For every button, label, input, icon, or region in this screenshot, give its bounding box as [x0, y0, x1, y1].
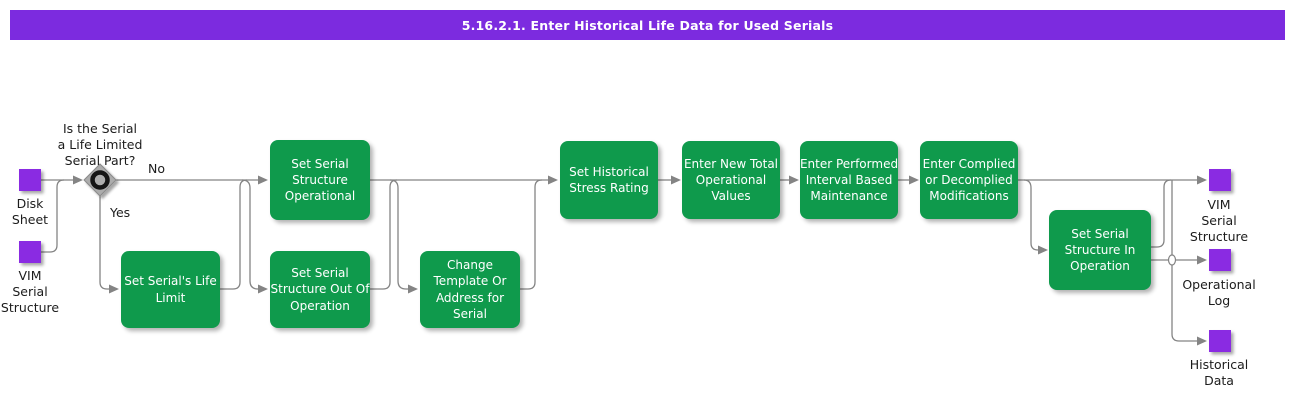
activity-label: Set Serial Structure Operational: [284, 156, 356, 204]
activity-label: Set Serial Structure In Operation: [1064, 226, 1136, 274]
activity-label: Set Historical Stress Rating: [569, 164, 649, 195]
decision-no-label: No: [148, 161, 165, 176]
activity-label: Enter Complied or Decomplied Modificatio…: [922, 156, 1016, 204]
diagram-title-banner: 5.16.2.1. Enter Historical Life Data for…: [10, 10, 1285, 40]
decision-yes-label: Yes: [110, 205, 131, 220]
activity-enter-complied-or-decomplied-modifications: Enter Complied or Decomplied Modificatio…: [920, 141, 1018, 219]
label-disk-sheet: Disk Sheet: [11, 196, 49, 227]
activity-enter-performed-interval-based-maintenance: Enter Performed Interval Based Maintenan…: [800, 141, 898, 219]
activity-label: Set Serial Structure Out Of Operation: [270, 266, 370, 313]
activity-change-template-or-address: Change Template Or Address for Serial: [420, 251, 520, 328]
diagram-title: 5.16.2.1. Enter Historical Life Data for…: [461, 17, 834, 33]
datastore-operational-log-icon: [1209, 249, 1231, 271]
decision-ring-icon: [90, 170, 110, 190]
activity-label: Set Serial's Life Limit: [124, 274, 217, 305]
datastore-vim-serial-structure-right-icon: [1209, 169, 1231, 191]
activity-set-serial-structure-out-of-operation: Set Serial Structure Out Of Operation: [270, 251, 370, 328]
decision-question: Is the Serial a Life Limited Serial Part…: [57, 121, 143, 168]
datastore-vim-serial-structure-left-icon: [19, 241, 41, 263]
line-hop: [1167, 254, 1177, 266]
arrowheads: [73, 175, 1207, 346]
label-operational-log: Operational Log: [1182, 277, 1256, 308]
label-vim-serial-structure-right: VIM Serial Structure: [1189, 197, 1249, 244]
activity-enter-new-total-operational-values: Enter New Total Operational Values: [682, 141, 780, 219]
datastore-disk-sheet-icon: [19, 169, 41, 191]
activity-label: Enter New Total Operational Values: [683, 156, 779, 204]
label-historical-data: Historical Data: [1189, 357, 1249, 388]
decision-diamond: [83, 163, 117, 197]
label-vim-serial-structure-left: VIM Serial Structure: [0, 268, 60, 315]
activity-label: Enter Performed Interval Based Maintenan…: [799, 156, 899, 204]
activity-set-historical-stress-rating: Set Historical Stress Rating: [560, 141, 658, 219]
activity-set-serial-structure-in-operation: Set Serial Structure In Operation: [1049, 210, 1151, 290]
activity-set-serials-life-limit: Set Serial's Life Limit: [121, 251, 220, 328]
datastore-historical-data-icon: [1209, 330, 1231, 352]
activity-label: Change Template Or Address for Serial: [433, 258, 507, 321]
activity-set-serial-structure-operational: Set Serial Structure Operational: [270, 140, 370, 220]
flow-edges: [41, 179, 1198, 342]
